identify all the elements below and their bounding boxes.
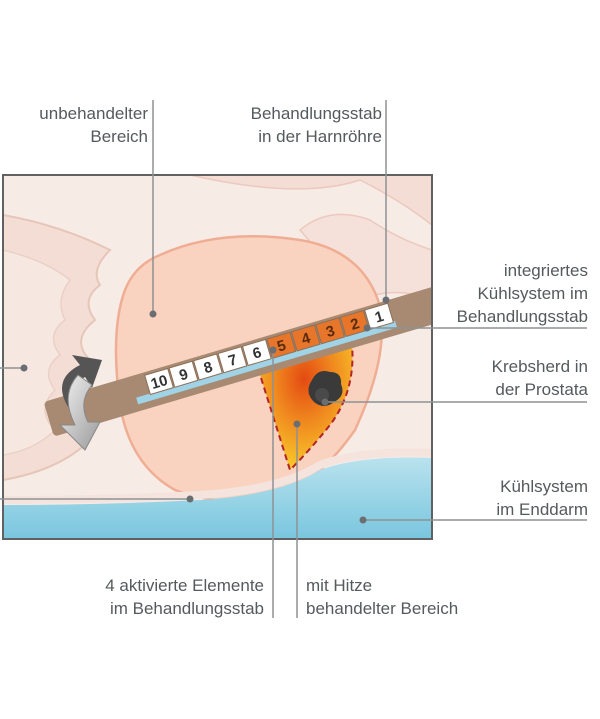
rod-element-8 (192, 353, 223, 381)
leader-dots (20, 296, 390, 524)
label-rectal-cooling: Kühlsystem im Enddarm (496, 477, 588, 519)
upper-tissue-structure (189, 175, 432, 226)
label-rod-in-urethra: Behandlungsstab in der Harnröhre (250, 104, 382, 146)
label-untreated-area: unbehandelter Bereich (39, 104, 148, 146)
rod-element-3 (315, 317, 346, 345)
rod-element-2 (339, 309, 370, 338)
rod-element-4 (290, 324, 321, 352)
cancer-focus-blob (315, 388, 329, 402)
leader-lines (0, 100, 587, 618)
label-heat-treated-area: mit Hitze behandelter Bereich (306, 576, 459, 618)
rectum-cooling-band (3, 457, 432, 539)
rod-element-7 (217, 346, 248, 374)
label-integrated-cooling: integriertes Kühlsystem im Behandlungsst… (456, 261, 588, 326)
rotation-arrow-icon (58, 355, 102, 451)
rod-element-6 (241, 338, 272, 367)
rod-element-1 (364, 302, 395, 330)
label-cancer-focus: Krebsherd in der Prostata (491, 357, 588, 399)
diagram-frame (2, 174, 433, 540)
label-active-elements: 4 aktivierte Elemente im Behandlungsstab (105, 576, 264, 618)
right-tissue-structure (298, 213, 432, 301)
rod-cooling-stripe (136, 320, 398, 405)
rod-element-10 (144, 367, 174, 396)
rod-element-number: 10 (149, 372, 170, 393)
rod-element-9 (168, 360, 199, 388)
